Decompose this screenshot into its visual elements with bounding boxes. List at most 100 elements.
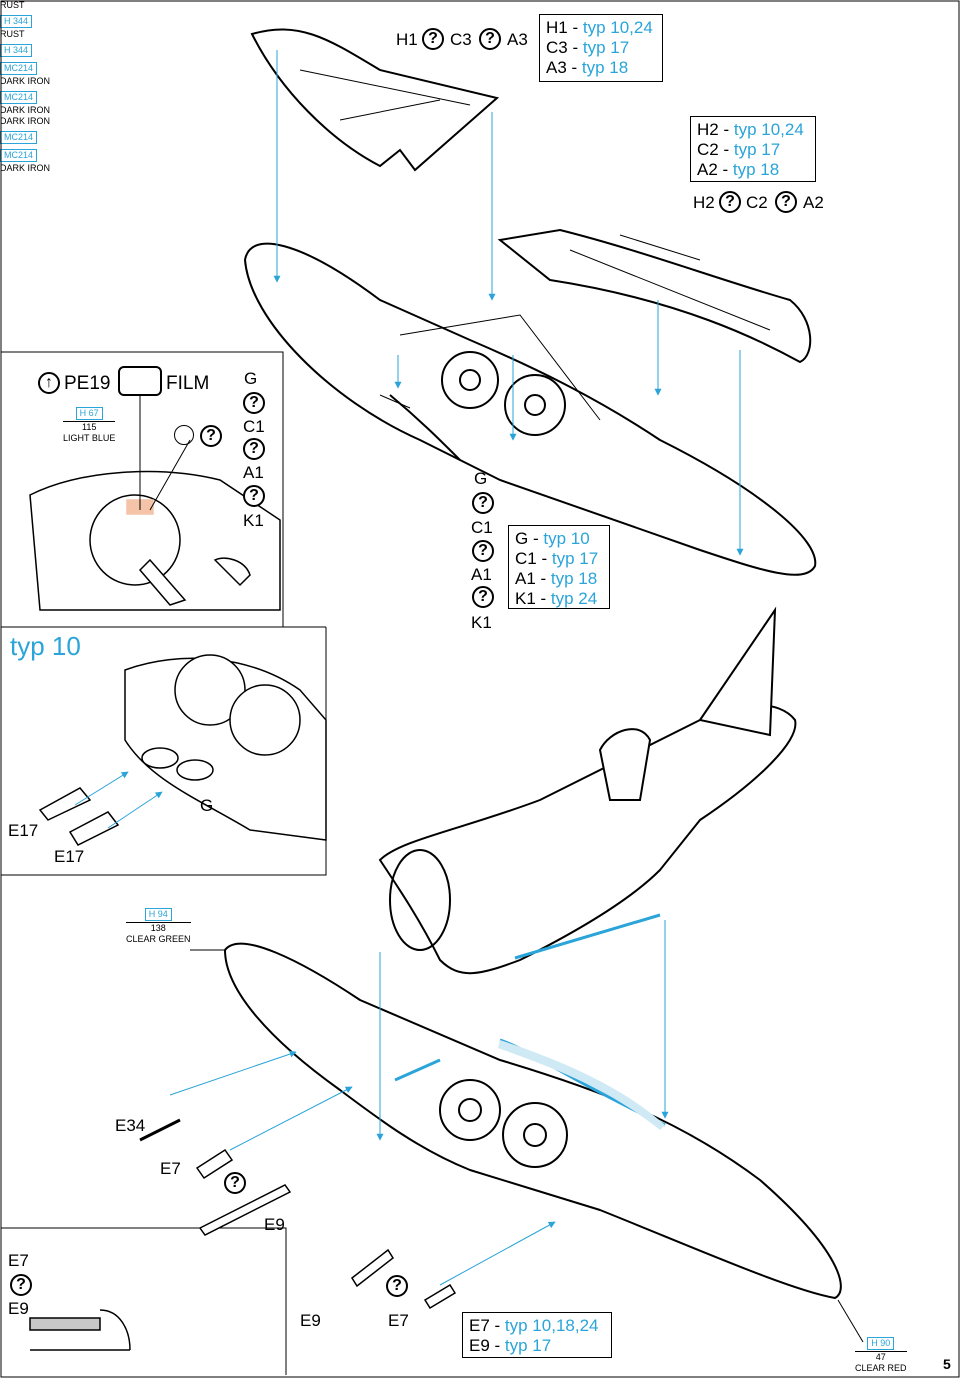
label-g: G xyxy=(200,796,214,815)
label-e7: E7 xyxy=(160,1159,181,1178)
label-c3: C3 xyxy=(450,30,472,49)
label-a2: A2 xyxy=(803,193,824,212)
variant-typ: typ 17 xyxy=(551,549,599,568)
paint-number: 138 xyxy=(126,922,191,934)
right-outer-wing xyxy=(497,228,812,364)
variant-typ: typ 10,24 xyxy=(733,120,804,139)
variant-box-step1: H1 - typ 10,24 C3 - typ 17 A3 - typ 18 xyxy=(539,14,663,82)
lower-wing-full xyxy=(223,942,842,1300)
paint-name: CLEAR RED xyxy=(855,1363,907,1373)
paint-name: DARK IRON xyxy=(0,76,51,86)
paint-clear-green: H 94 138 CLEAR GREEN xyxy=(126,904,191,945)
label-e17: E17 xyxy=(8,821,39,840)
variant-part: H1 - xyxy=(546,18,583,37)
inset-frames xyxy=(1,351,327,1375)
label-pe19: PE19 xyxy=(64,373,111,394)
label-a3: A3 xyxy=(507,30,528,49)
film-part-icon xyxy=(118,366,162,396)
variant-box-center: G - typ 10 C1 - typ 17 A1 - typ 18 K1 - … xyxy=(508,525,610,609)
fuselage xyxy=(378,606,797,975)
question-icon: ? xyxy=(719,191,741,213)
paint-code: H 90 xyxy=(867,1337,895,1350)
paint-name: CLEAR GREEN xyxy=(126,934,191,944)
paint-name: DARK IRON xyxy=(0,163,51,173)
label-c1: C1 xyxy=(471,518,493,537)
question-icon: ? xyxy=(386,1275,408,1297)
variant-part: A3 - xyxy=(546,58,582,77)
variant-typ: typ 18 xyxy=(550,569,598,588)
left-outer-wing xyxy=(250,28,500,172)
variant-part: C2 - xyxy=(697,140,734,159)
inset-title: typ 10 xyxy=(10,631,81,661)
question-icon: ? xyxy=(472,586,494,608)
variant-part: A2 - xyxy=(697,160,733,179)
page-number: 5 xyxy=(943,1356,951,1372)
label-e7: E7 xyxy=(388,1311,409,1330)
label-e7: E7 xyxy=(8,1251,29,1270)
paint-name: RUST xyxy=(0,0,25,10)
gun-port-sketch xyxy=(38,654,327,846)
label-e9: E9 xyxy=(264,1215,285,1234)
question-icon: ? xyxy=(224,1172,246,1194)
variant-typ: typ 24 xyxy=(550,589,598,608)
variant-typ: typ 18 xyxy=(732,160,780,179)
label-h1: H1 xyxy=(396,30,418,49)
paint-code: H 94 xyxy=(144,908,172,921)
question-icon: ? xyxy=(422,28,444,50)
variant-typ: typ 10 xyxy=(543,529,590,548)
label-e9: E9 xyxy=(300,1311,321,1330)
paint-name: LIGHT BLUE xyxy=(63,433,116,443)
question-icon: ? xyxy=(775,191,797,213)
label-a1: A1 xyxy=(471,565,492,584)
variant-part: E7 - xyxy=(469,1316,505,1335)
leader-lines xyxy=(139,394,864,1343)
label-g: G xyxy=(474,469,488,488)
paint-number: 47 xyxy=(855,1351,907,1363)
variant-box-guns: E7 - typ 10,18,24 E9 - typ 17 xyxy=(462,1312,612,1358)
label-film: FILM xyxy=(166,373,210,394)
variant-part: A1 - xyxy=(515,569,551,588)
variant-typ: typ 10,18,24 xyxy=(504,1316,599,1335)
assembly-lines xyxy=(74,50,744,1286)
question-icon: ? xyxy=(243,438,265,460)
label-c2: C2 xyxy=(746,193,768,212)
variant-part: G - xyxy=(515,529,544,548)
question-icon: ? xyxy=(10,1274,32,1296)
question-icon: ? xyxy=(472,492,494,514)
label-k1: K1 xyxy=(471,613,492,632)
variant-typ: typ 17 xyxy=(582,38,630,57)
label-c1: C1 xyxy=(243,417,265,436)
variant-typ: typ 18 xyxy=(581,58,629,77)
question-icon: ? xyxy=(479,28,501,50)
label-e17: E17 xyxy=(54,847,85,866)
question-icon: ? xyxy=(243,392,265,414)
label-e9: E9 xyxy=(8,1299,29,1318)
variant-part: C1 - xyxy=(515,549,552,568)
variant-part: E9 - xyxy=(469,1336,505,1355)
variant-part: H2 - xyxy=(697,120,734,139)
clear-green-strip xyxy=(498,1040,665,1130)
label-k1: K1 xyxy=(243,511,264,530)
question-icon: ? xyxy=(472,540,494,562)
paint-name: RUST xyxy=(0,29,25,39)
variant-part: C3 - xyxy=(546,38,583,57)
variant-typ: typ 17 xyxy=(504,1336,552,1355)
gun-barrels xyxy=(139,1118,457,1310)
tailwheel-sketch xyxy=(29,1309,131,1351)
variant-box-step2: H2 - typ 10,24 C2 - typ 17 A2 - typ 18 xyxy=(690,116,816,182)
flip-part-icon: ↑ xyxy=(38,372,60,394)
glue-icon xyxy=(174,425,194,445)
paint-number: 115 xyxy=(63,421,116,433)
label-h2: H2 xyxy=(693,193,715,212)
variant-typ: typ 10,24 xyxy=(582,18,653,37)
lower-wing-center xyxy=(243,242,817,576)
question-icon: ? xyxy=(243,485,265,507)
paint-light-blue: H 67 115 LIGHT BLUE xyxy=(63,403,116,444)
label-g: G xyxy=(244,369,258,388)
paint-name: DARK IRON xyxy=(0,116,51,126)
paint-name: DARK IRON xyxy=(0,105,51,115)
paint-code: H 67 xyxy=(75,407,103,420)
